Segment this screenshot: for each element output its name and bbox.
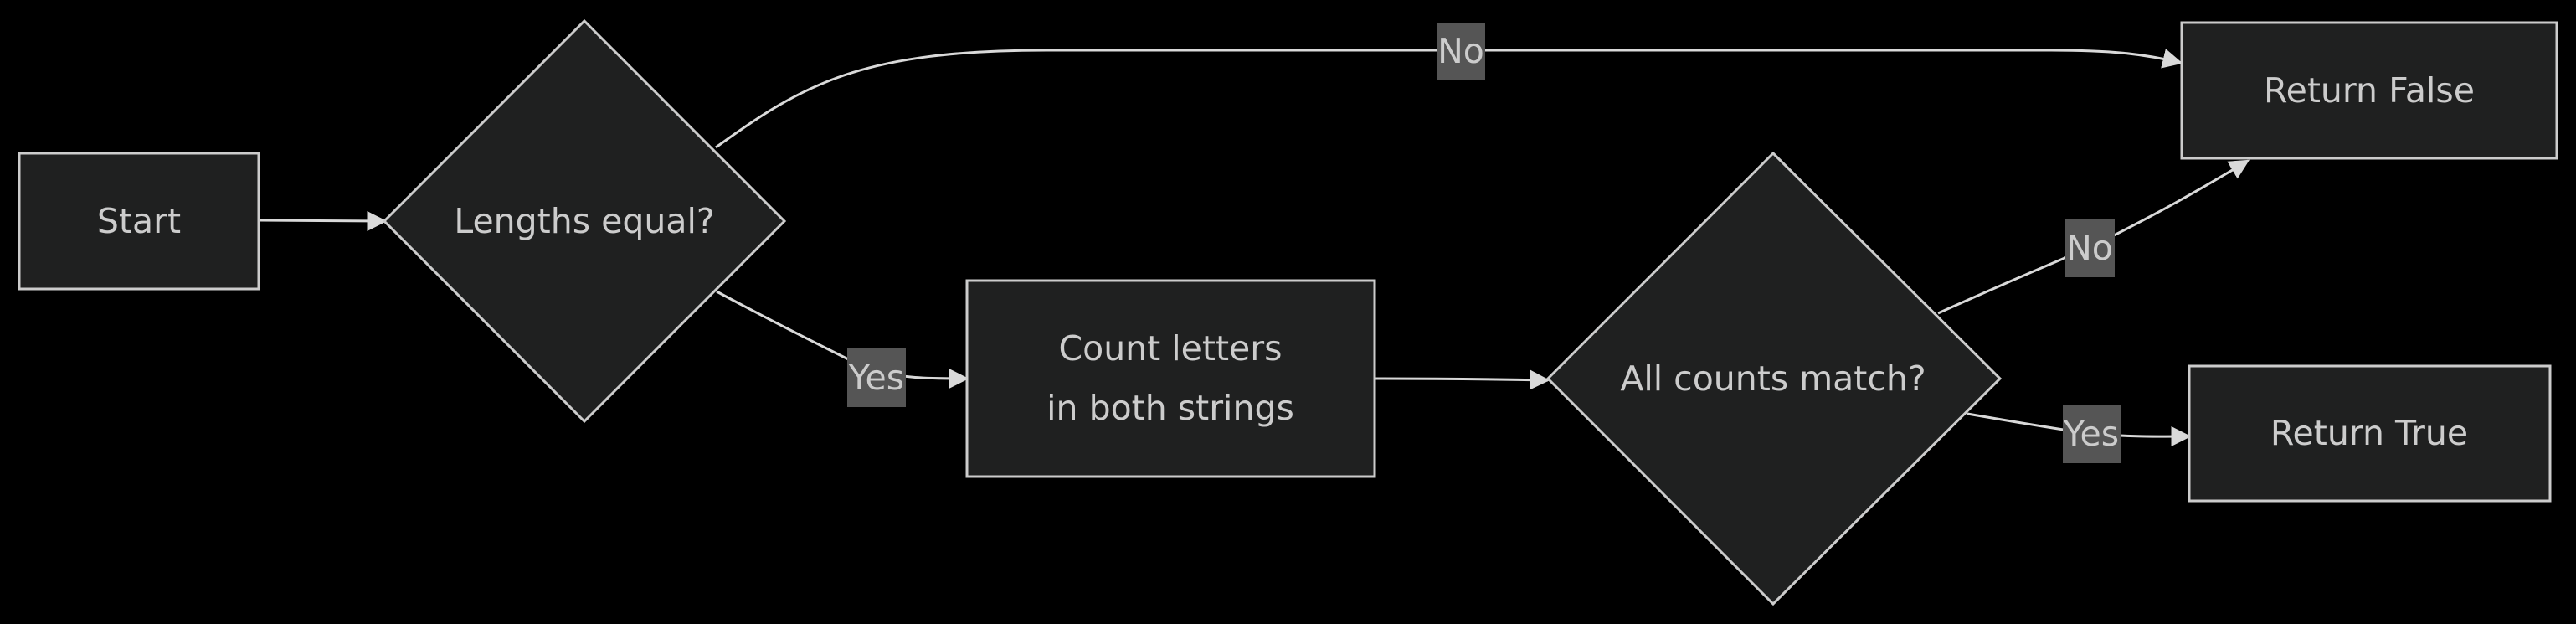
node-count-letters-line2: in both strings [1046, 388, 1294, 428]
node-count-letters[interactable]: Count letters in both strings [965, 279, 1376, 478]
edge-start-to-lengths-equal [259, 210, 388, 231]
node-lengths-equal-label: Lengths equal? [454, 201, 714, 241]
node-lengths-equal[interactable]: Lengths equal? [382, 18, 787, 424]
node-return-true-label: Return True [2270, 413, 2468, 453]
node-count-letters-line1: Count letters [1058, 328, 1282, 369]
node-start[interactable]: Start [18, 152, 260, 291]
node-all-counts-match-label: All counts match? [1620, 358, 1926, 399]
node-all-counts-match[interactable]: All counts match? [1545, 151, 2003, 606]
edge-label-lengths-no: No [1437, 23, 1485, 80]
node-return-true[interactable]: Return True [2188, 364, 2552, 503]
svg-text:Yes: Yes [2063, 414, 2119, 454]
svg-text:No: No [2066, 228, 2113, 268]
edge-lengths-equal-yes [716, 290, 969, 389]
node-return-false[interactable]: Return False [2180, 21, 2558, 160]
edge-label-counts-yes: Yes [2063, 405, 2121, 463]
edge-count-to-all-counts [1374, 369, 1550, 390]
svg-text:Yes: Yes [848, 358, 904, 398]
node-start-label: Start [97, 201, 181, 241]
svg-text:No: No [1437, 31, 1484, 71]
edge-label-lengths-yes: Yes [847, 348, 906, 407]
edge-lengths-equal-no [715, 49, 2183, 149]
node-return-false-label: Return False [2264, 70, 2475, 111]
edge-label-counts-no: No [2065, 219, 2115, 277]
